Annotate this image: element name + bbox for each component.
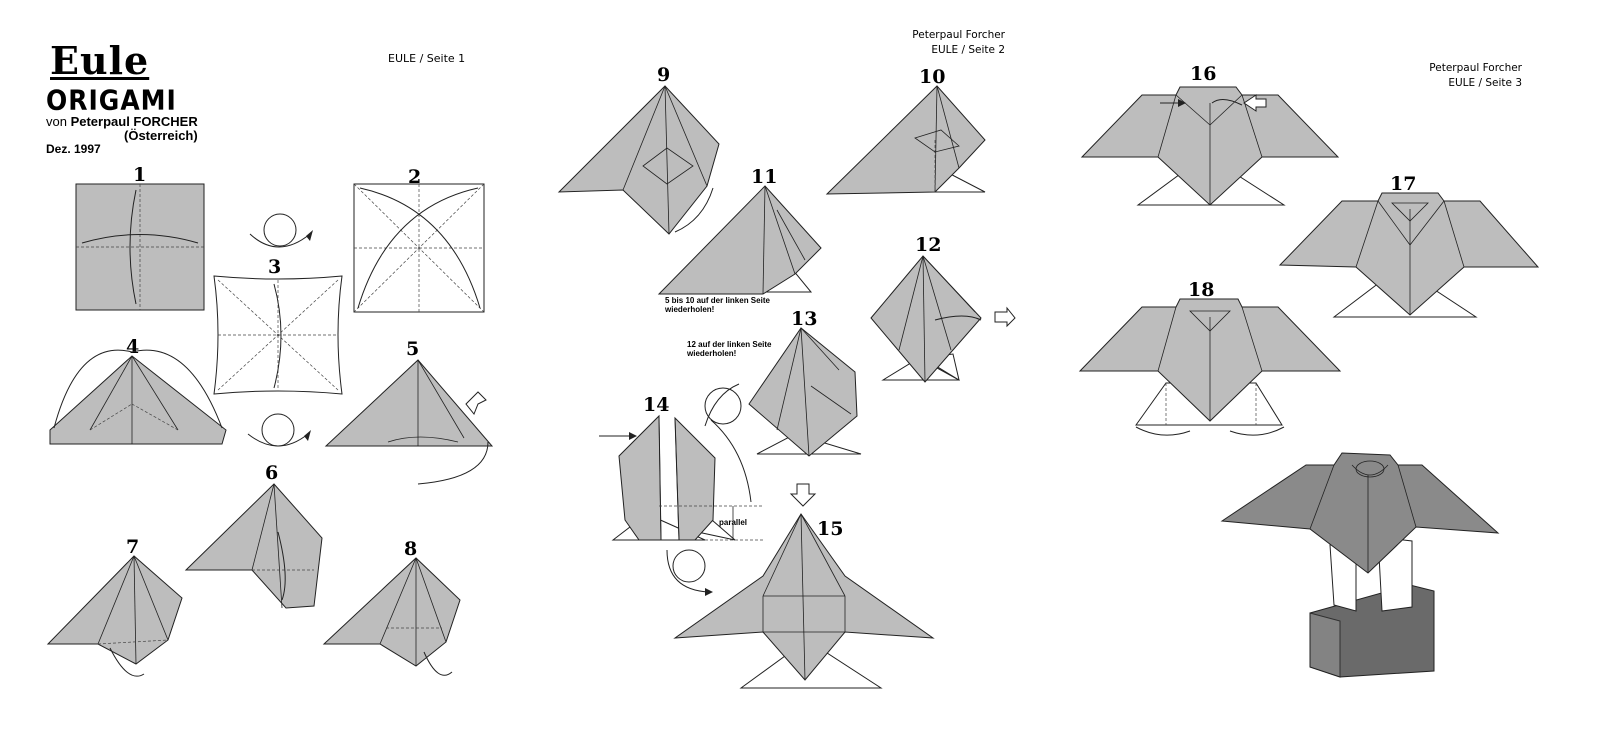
step-number-15: 15 (817, 518, 844, 540)
folding-diagrams-page-1 (46, 183, 494, 677)
step-number-16: 16 (1190, 63, 1217, 85)
rotate-icon (666, 549, 713, 596)
folding-diagrams-page-2 (557, 85, 1016, 689)
page-header: Peterpaul Forcher EULE / Seite 2 (912, 28, 1005, 58)
step-number-10: 10 (919, 66, 946, 88)
diagram-step-16 (1080, 86, 1340, 206)
date-label: Dez. 1997 (46, 142, 101, 156)
step-number-5: 5 (406, 338, 420, 360)
step-number-9: 9 (657, 64, 671, 86)
instruction-page-1: Eule ORIGAMI von Peterpaul FORCHER (Öste… (38, 38, 504, 684)
push-arrow-icon (789, 483, 817, 507)
instruction-page-3: Peterpaul Forcher EULE / Seite 3 16 17 1… (1072, 45, 1550, 685)
diagram-step-10 (825, 85, 986, 195)
step-number-2: 2 (408, 166, 422, 188)
page-label: EULE / Seite 1 (388, 52, 466, 65)
push-arrow-icon (1243, 94, 1267, 112)
step-number-14: 14 (643, 394, 670, 416)
step-number-7: 7 (126, 536, 140, 558)
diagram-step-12 (870, 255, 1016, 383)
diagram-step-9 (557, 85, 720, 235)
finished-owl-model (1220, 452, 1500, 678)
step-number-11: 11 (751, 166, 778, 188)
diagram-step-17 (1278, 192, 1540, 318)
note-repeat-5-10: 5 bis 10 auf der linken Seite wiederhole… (665, 296, 770, 314)
author-name: Peterpaul FORCHER (70, 114, 198, 129)
author-line: von Peterpaul FORCHER (46, 114, 198, 129)
page-label: EULE / Seite 2 (931, 44, 1005, 56)
diagram-step-5 (324, 359, 494, 485)
rotate-icon (247, 413, 311, 447)
step-number-17: 17 (1390, 173, 1417, 195)
diagram-step-11 (657, 185, 822, 295)
diagram-step-15 (673, 483, 935, 689)
rotate-icon (249, 213, 313, 248)
diagram-step-8 (322, 557, 461, 676)
author-prefix: von (46, 114, 71, 129)
folding-diagrams-page-3 (1078, 86, 1540, 678)
step-number-1: 1 (133, 164, 147, 186)
author-country: (Österreich) (124, 128, 198, 143)
step-number-12: 12 (915, 234, 942, 256)
diagram-step-7 (46, 555, 183, 677)
step-number-8: 8 (404, 538, 418, 560)
author-name: Peterpaul Forcher (1429, 62, 1522, 74)
diagram-step-1 (75, 183, 205, 311)
diagram-step-3 (213, 275, 343, 395)
step-number-13: 13 (791, 308, 818, 330)
page-header: Peterpaul Forcher EULE / Seite 3 (1429, 61, 1522, 91)
diagram-step-4 (49, 349, 227, 445)
push-arrow-icon (994, 306, 1016, 328)
step-number-3: 3 (268, 256, 282, 278)
origami-logo: ORIGAMI (46, 84, 177, 116)
note-repeat-12: 12 auf der linken Seite wiederholen! (687, 340, 772, 358)
push-arrow-icon (465, 391, 487, 415)
diagram-step-14 (599, 414, 763, 541)
step-number-6: 6 (265, 462, 279, 484)
rotate-icon (704, 383, 742, 427)
step-number-18: 18 (1188, 279, 1215, 301)
diagram-step-2 (353, 183, 485, 313)
instruction-page-2: Peterpaul Forcher EULE / Seite 2 9 10 11… (555, 20, 1023, 700)
author-name: Peterpaul Forcher (912, 29, 1005, 41)
step-number-4: 4 (126, 336, 140, 358)
diagram-step-6 (184, 483, 323, 609)
diagram-step-13 (748, 327, 862, 457)
page-title: Eule (50, 38, 150, 83)
page-label: EULE / Seite 3 (1448, 77, 1522, 89)
diagram-step-18 (1078, 298, 1342, 436)
